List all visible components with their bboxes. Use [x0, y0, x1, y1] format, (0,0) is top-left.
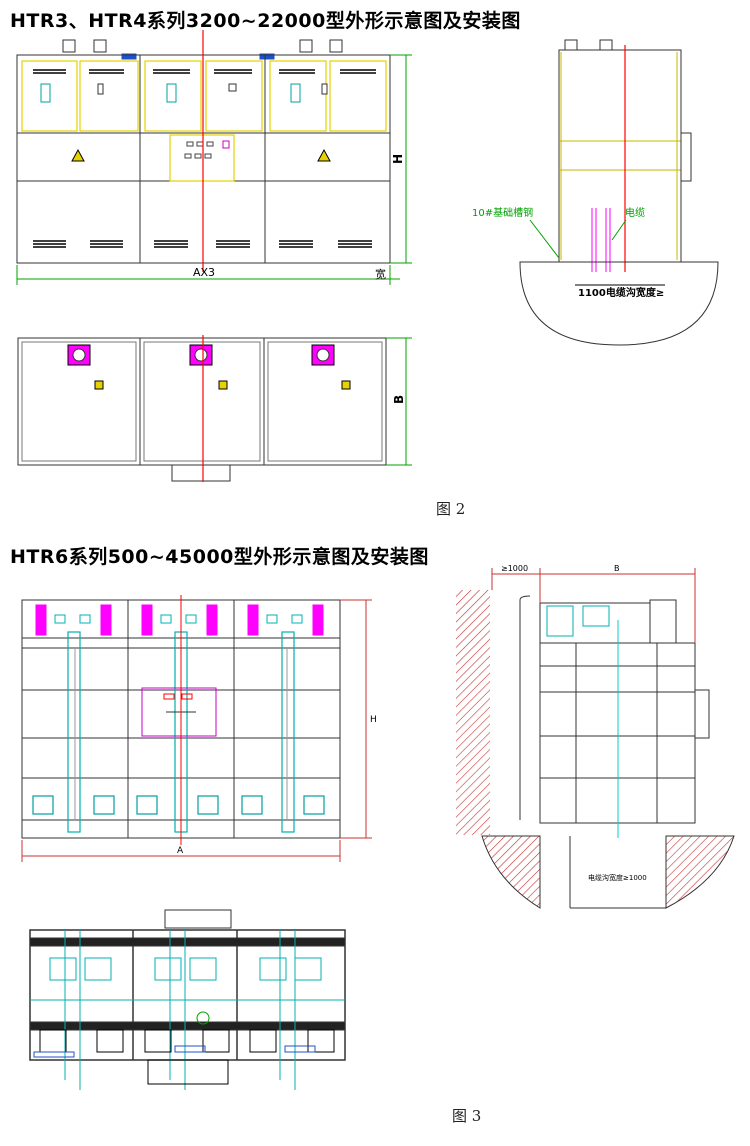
top-fan: [329, 39, 343, 53]
section2-title: HTR6系列500~45000型外形示意图及安装图: [10, 546, 429, 568]
fig2-height-label: H: [391, 154, 405, 164]
fig2-front-view: [16, 30, 391, 272]
cable-label: 电缆: [625, 206, 645, 219]
top-fan: [93, 39, 107, 53]
top-fan: [62, 39, 76, 53]
ground-steel-label: 10#基础槽钢: [472, 206, 533, 219]
section1-title: HTR3、HTR4系列3200~22000型外形示意图及安装图: [10, 10, 521, 32]
fig2-side-view: [519, 39, 719, 346]
fig3-top-view: [29, 909, 346, 1090]
warning-icon: [71, 148, 85, 162]
top-fan: [299, 39, 313, 53]
fig3-trench-label: 电缆沟宽度≥1000: [588, 873, 647, 882]
fig2-width-label: AX3: [193, 266, 215, 279]
fig2-small-dim-label: 宽: [375, 267, 386, 281]
trench-width-label: 1100电缆沟宽度≥: [578, 286, 664, 299]
fig3-clearance-label: ≥1000: [501, 564, 528, 573]
fig3-front-view: [21, 595, 372, 862]
fig3-depth-label: B: [614, 564, 620, 573]
warning-icon: [317, 148, 331, 162]
fig2-top-view: [17, 335, 412, 482]
fig3-width-label: A: [177, 846, 184, 856]
fig2-depth-label: B: [392, 395, 406, 404]
figure3-caption: 图 3: [452, 1107, 482, 1125]
figure2-caption: 图 2: [436, 500, 466, 518]
fig3-side-view: [456, 568, 735, 909]
fig2-dimensions: [16, 54, 412, 285]
fig3-height-label: H: [370, 715, 377, 725]
